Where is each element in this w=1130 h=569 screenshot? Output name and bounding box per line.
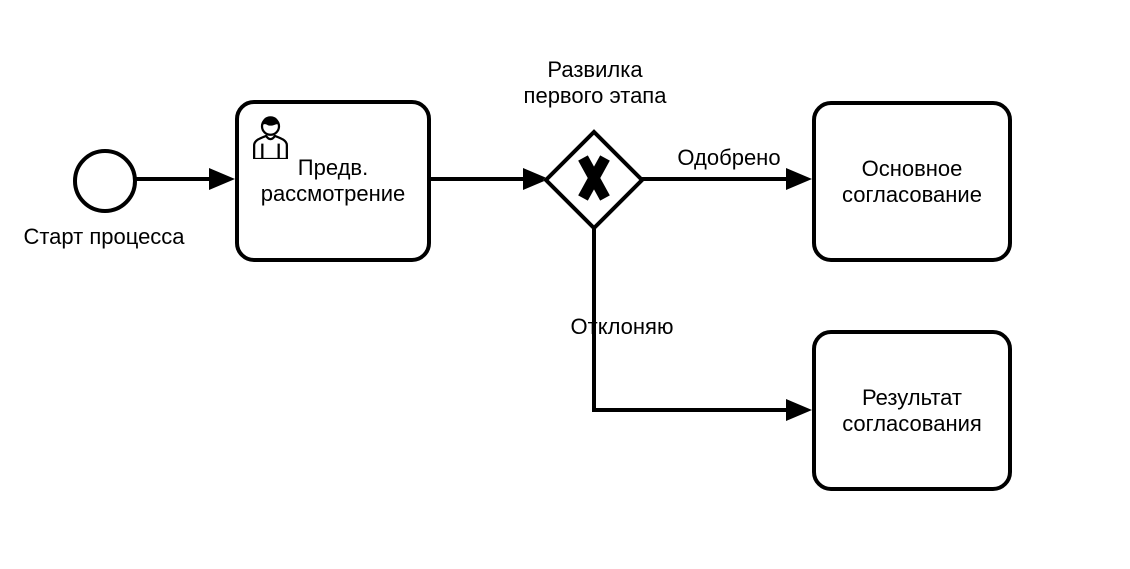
- sequence-flow-rejected-horizontal: [592, 408, 788, 412]
- gateway-label-line: Развилка: [547, 57, 643, 82]
- task-label: Основное согласование: [842, 156, 982, 208]
- task-preliminary-review: Предв. рассмотрение: [235, 100, 431, 262]
- task-label: Результат согласования: [842, 385, 982, 437]
- arrowhead-icon: [523, 168, 549, 190]
- task-label-line: согласование: [842, 181, 982, 207]
- arrowhead-icon: [786, 399, 812, 421]
- task-label-line: Предв.: [297, 155, 369, 180]
- sequence-flow-approved: [641, 177, 788, 181]
- task-approval-result: Результат согласования: [812, 330, 1012, 491]
- x-marker-icon: [578, 155, 610, 201]
- arrowhead-icon: [209, 168, 235, 190]
- user-icon: [253, 116, 288, 159]
- sequence-flow-rejected-vertical: [592, 229, 596, 412]
- task-label-line: согласования: [842, 410, 982, 436]
- task-label-line: рассмотрение: [260, 181, 406, 206]
- flow-label-approved: Одобрено: [677, 145, 781, 170]
- start-event-circle: [73, 149, 137, 213]
- task-main-approval: Основное согласование: [812, 101, 1012, 262]
- gateway-label: Развилка первого этапа: [510, 57, 680, 109]
- arrowhead-icon: [786, 168, 812, 190]
- task-label: Предв. рассмотрение: [261, 155, 406, 207]
- task-label-line: Основное: [861, 155, 963, 181]
- sequence-flow-preliminary-to-gateway: [429, 177, 525, 181]
- task-label-line: Результат: [861, 384, 963, 410]
- start-event-label: Старт процесса: [23, 224, 185, 249]
- flow-label-rejected: Отклоняю: [570, 314, 674, 339]
- sequence-flow-start-to-preliminary: [135, 177, 211, 181]
- gateway-label-line: первого этапа: [523, 83, 667, 108]
